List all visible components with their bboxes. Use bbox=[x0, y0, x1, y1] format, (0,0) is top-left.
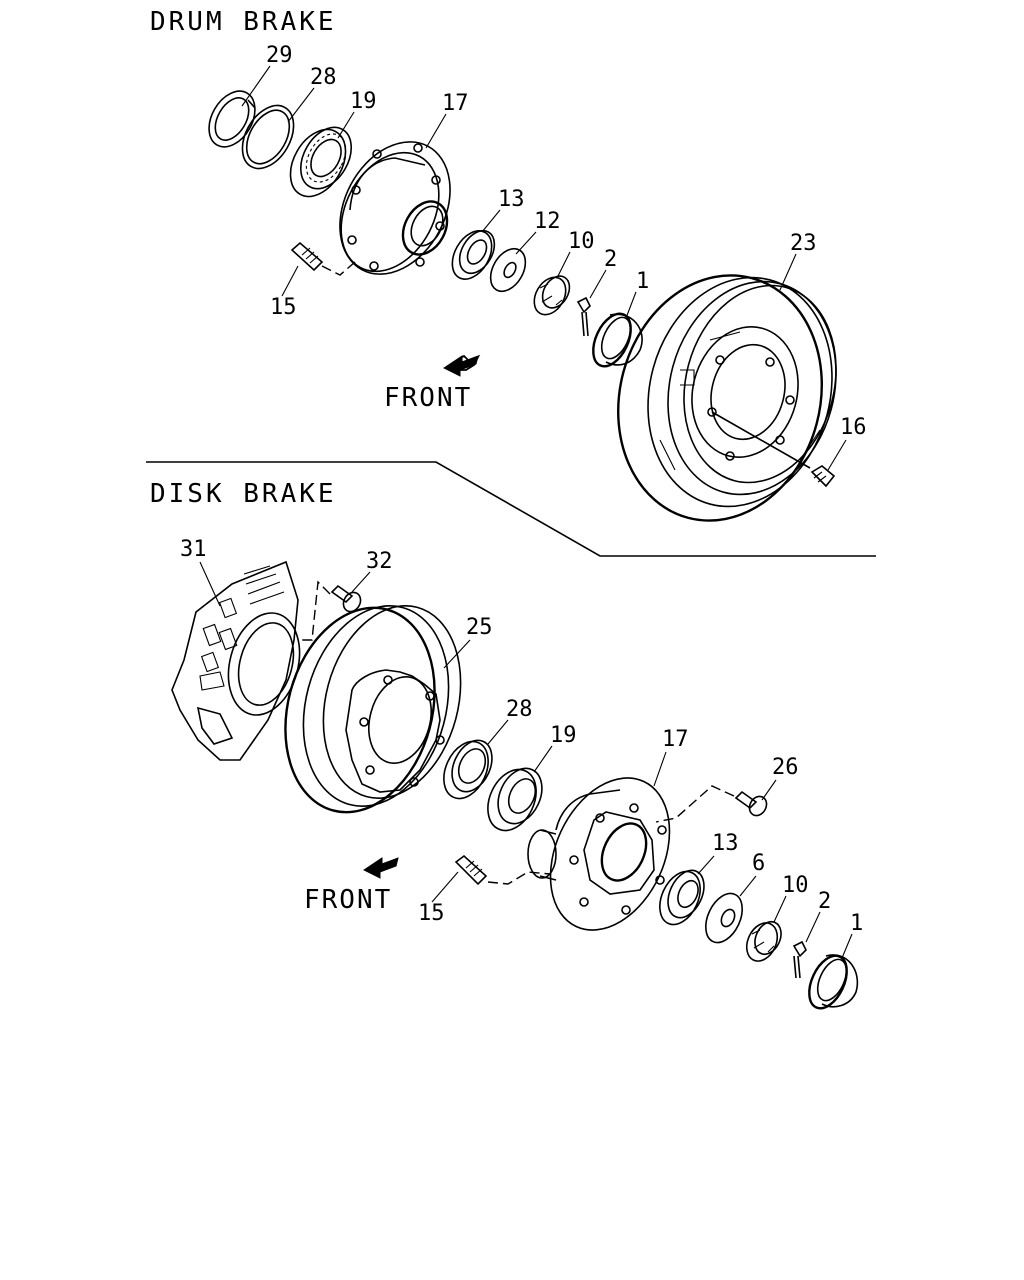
label-19-disk: 19 bbox=[550, 723, 577, 748]
label-1: 1 bbox=[636, 269, 649, 294]
part-26-bolt bbox=[655, 785, 768, 823]
part-19-bearing bbox=[289, 126, 353, 198]
label-28: 28 bbox=[310, 65, 337, 90]
label-25: 25 bbox=[466, 615, 493, 640]
label-10: 10 bbox=[568, 229, 595, 254]
label-1-disk: 1 bbox=[850, 911, 863, 936]
drum-front-indicator: FRONT bbox=[384, 354, 481, 413]
label-32: 32 bbox=[366, 549, 393, 574]
label-19: 19 bbox=[350, 89, 377, 114]
label-2: 2 bbox=[604, 247, 617, 272]
part-31-dust-shield bbox=[171, 560, 301, 761]
part-29-snap-ring bbox=[208, 90, 256, 148]
part-28-oil-seal bbox=[443, 739, 493, 800]
part-2-cotter-pin bbox=[576, 296, 591, 337]
disk-front-label: FRONT bbox=[304, 885, 392, 915]
part-2-cotter-pin-disk bbox=[792, 940, 807, 979]
label-6: 6 bbox=[752, 851, 765, 876]
part-23-brake-drum bbox=[617, 274, 837, 522]
part-17-hub bbox=[339, 141, 451, 275]
label-26: 26 bbox=[772, 755, 799, 780]
part-6-washer bbox=[705, 892, 743, 944]
part-10-castle-nut bbox=[533, 275, 571, 316]
part-15-stud-disk bbox=[454, 854, 551, 886]
drum-front-label: FRONT bbox=[384, 383, 472, 413]
label-12: 12 bbox=[534, 209, 561, 234]
disk-front-indicator: FRONT bbox=[304, 857, 399, 915]
part-15-stud bbox=[290, 241, 356, 276]
part-32-bolt bbox=[300, 580, 362, 641]
label-13: 13 bbox=[498, 187, 525, 212]
drum-brake-title: DRUM BRAKE bbox=[150, 7, 337, 37]
drum-callouts: 29 28 19 17 13 12 10 2 1 23 15 16 bbox=[241, 43, 867, 471]
part-28-seal-ring bbox=[241, 104, 295, 170]
label-15: 15 bbox=[270, 295, 297, 320]
part-19-bearing-disk bbox=[487, 767, 543, 832]
label-17-disk: 17 bbox=[662, 727, 689, 752]
label-2-disk: 2 bbox=[818, 889, 831, 914]
label-13-disk: 13 bbox=[712, 831, 739, 856]
part-1-grease-cap-disk bbox=[808, 954, 859, 1010]
label-15-disk: 15 bbox=[418, 901, 445, 926]
disk-brake-title: DISK BRAKE bbox=[150, 479, 337, 509]
part-25-brake-rotor bbox=[284, 605, 462, 814]
label-28-disk: 28 bbox=[506, 697, 533, 722]
part-17-hub-disk bbox=[527, 777, 671, 931]
part-1-grease-cap bbox=[592, 312, 643, 368]
disk-callouts: 31 32 25 28 19 17 26 13 6 10 2 1 15 bbox=[180, 537, 863, 959]
label-16: 16 bbox=[840, 415, 867, 440]
label-23: 23 bbox=[790, 231, 817, 256]
label-10-disk: 10 bbox=[782, 873, 809, 898]
part-13-bearing-disk bbox=[659, 869, 705, 926]
part-16-screw bbox=[810, 465, 836, 488]
part-13-bearing bbox=[451, 229, 496, 280]
label-31: 31 bbox=[180, 537, 207, 562]
part-10-castle-nut-disk bbox=[745, 920, 782, 962]
label-17: 17 bbox=[442, 91, 469, 116]
label-29: 29 bbox=[266, 43, 293, 68]
section-divider bbox=[146, 461, 876, 557]
